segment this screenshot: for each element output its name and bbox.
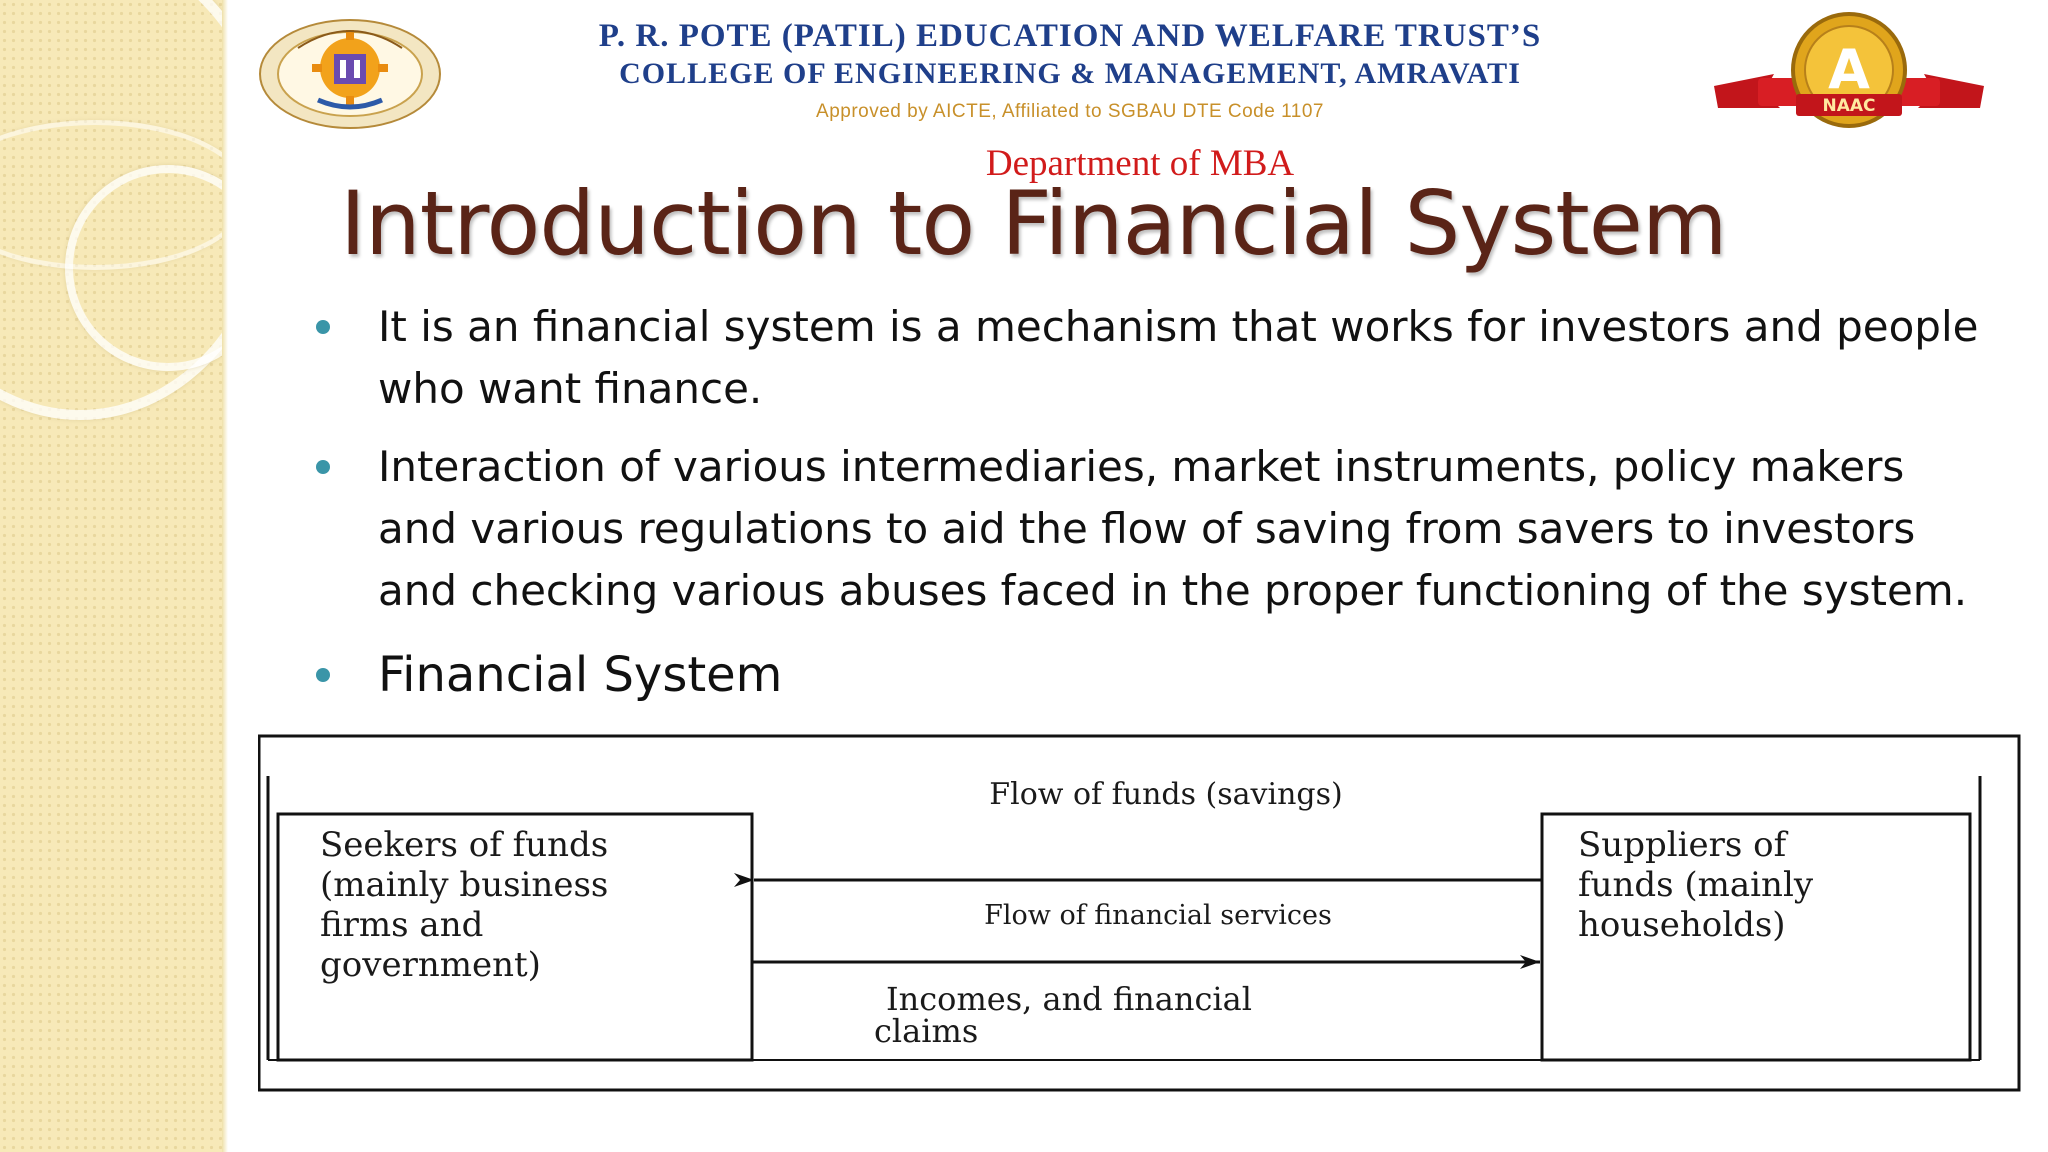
band-edge: [222, 0, 228, 1152]
naac-badge-logo: A NAAC: [1704, 8, 1994, 136]
department-label: Department of MBA: [985, 143, 1295, 184]
bullet-item: Financial System: [316, 644, 1996, 706]
bullet-text: Financial System: [378, 647, 783, 703]
financial-system-diagram: Seekers of funds (mainly business firms …: [258, 734, 2022, 1092]
slide-title: Introduction to Financial System: [340, 172, 1728, 275]
approval-line: Approved by AICTE, Affiliated to SGBAU D…: [816, 101, 1324, 122]
bullet-list: It is an financial system is a mechanism…: [316, 296, 1996, 706]
college-name: COLLEGE OF ENGINEERING & MANAGEMENT, AMR…: [619, 57, 1521, 90]
decorative-swirl: [0, 0, 228, 420]
bullet-dot-icon: [316, 460, 330, 474]
bullet-text: It is an financial system is a mechanism…: [378, 302, 1979, 413]
bullet-dot-icon: [316, 668, 330, 682]
suppliers-box-text: Suppliers of funds (mainly households): [1578, 825, 1824, 945]
college-emblem-logo: [258, 18, 442, 130]
decorative-swirl: [0, 120, 228, 270]
bullet-item: It is an financial system is a mechanism…: [316, 296, 1996, 420]
naac-label: NAAC: [1822, 96, 1875, 116]
trust-name: P. R. POTE (PATIL) EDUCATION AND WELFARE…: [598, 18, 1542, 54]
incomes-claims-label: Incomes, and financial claims: [874, 980, 1262, 1050]
flow-of-services-label: Flow of financial services: [984, 900, 1332, 931]
suppliers-of-funds-box: [1540, 812, 1972, 1062]
bullet-item: Interaction of various intermediaries, m…: [316, 436, 1996, 622]
bullet-dot-icon: [316, 320, 330, 334]
bullet-text: Interaction of various intermediaries, m…: [378, 442, 1968, 615]
seekers-of-funds-box: [276, 812, 754, 1062]
naac-grade: A: [1828, 38, 1870, 101]
decorative-side-band: [0, 0, 228, 1152]
seekers-box-text: Seekers of funds (mainly business firms …: [320, 825, 619, 985]
flow-of-funds-label: Flow of funds (savings): [989, 777, 1342, 812]
diagram-frame: [258, 734, 2021, 1092]
